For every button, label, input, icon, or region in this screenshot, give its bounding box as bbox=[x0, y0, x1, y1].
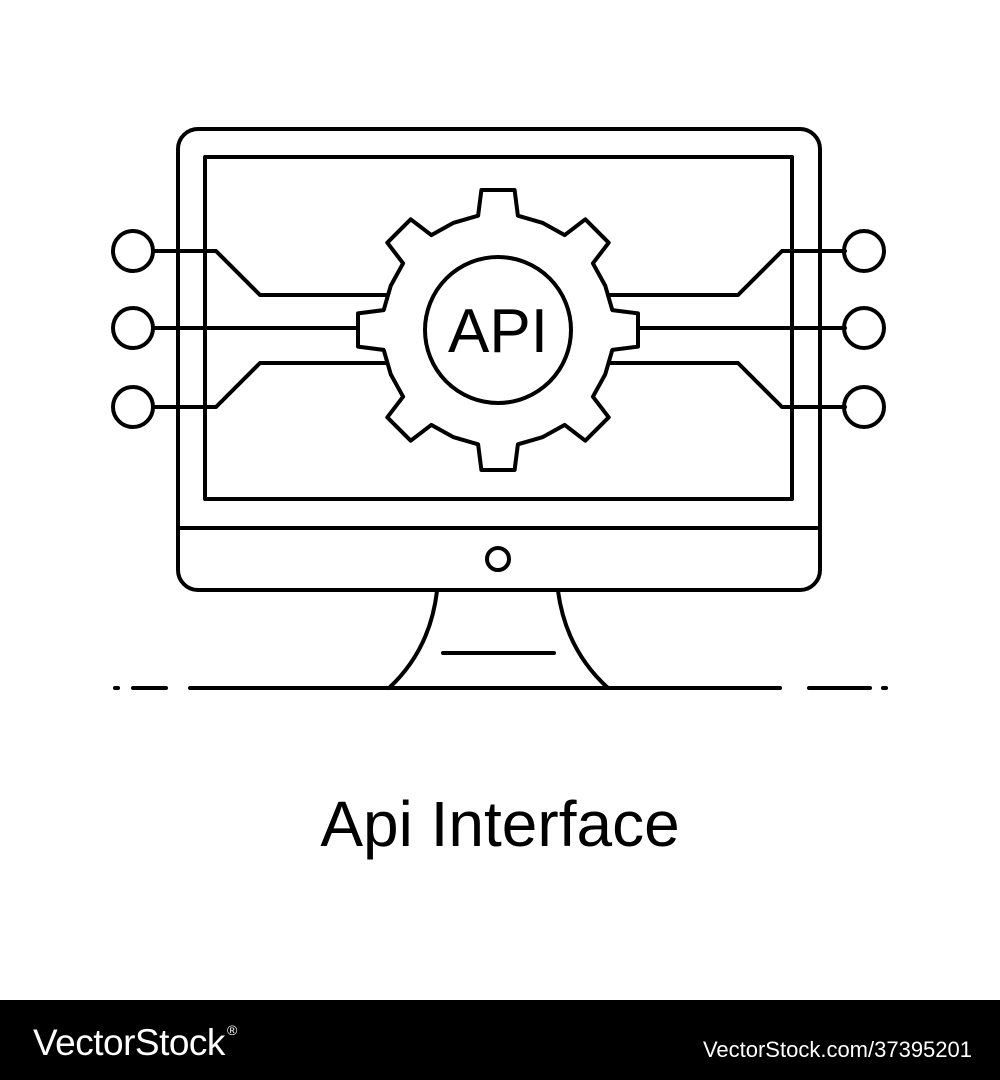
registered-mark: ® bbox=[226, 1022, 237, 1038]
brand-name: VectorStock bbox=[33, 1022, 225, 1063]
monitor-frame bbox=[176, 127, 822, 592]
power-button-icon bbox=[485, 546, 511, 572]
circuit-lines-left bbox=[111, 229, 392, 429]
circuit-lines-right bbox=[606, 229, 886, 429]
monitor-stand bbox=[387, 589, 610, 690]
gear-inner-circle bbox=[423, 255, 573, 405]
caption-title: Api Interface bbox=[320, 788, 680, 860]
footer-bar: VectorStock® VectorStock.com/37395201 bbox=[0, 1000, 1000, 1080]
node-icon bbox=[842, 306, 886, 350]
gear-api-label: API bbox=[448, 297, 548, 366]
image-id-text: VectorStock.com/37395201 bbox=[702, 1037, 972, 1062]
node-icon bbox=[842, 229, 886, 273]
brand-logo: VectorStock® bbox=[33, 1022, 237, 1064]
node-icon bbox=[111, 229, 155, 273]
api-interface-illustration: API bbox=[111, 127, 888, 690]
node-icon bbox=[111, 306, 155, 350]
node-icon bbox=[111, 385, 155, 429]
node-icon bbox=[842, 385, 886, 429]
gear-icon: API bbox=[356, 188, 640, 472]
